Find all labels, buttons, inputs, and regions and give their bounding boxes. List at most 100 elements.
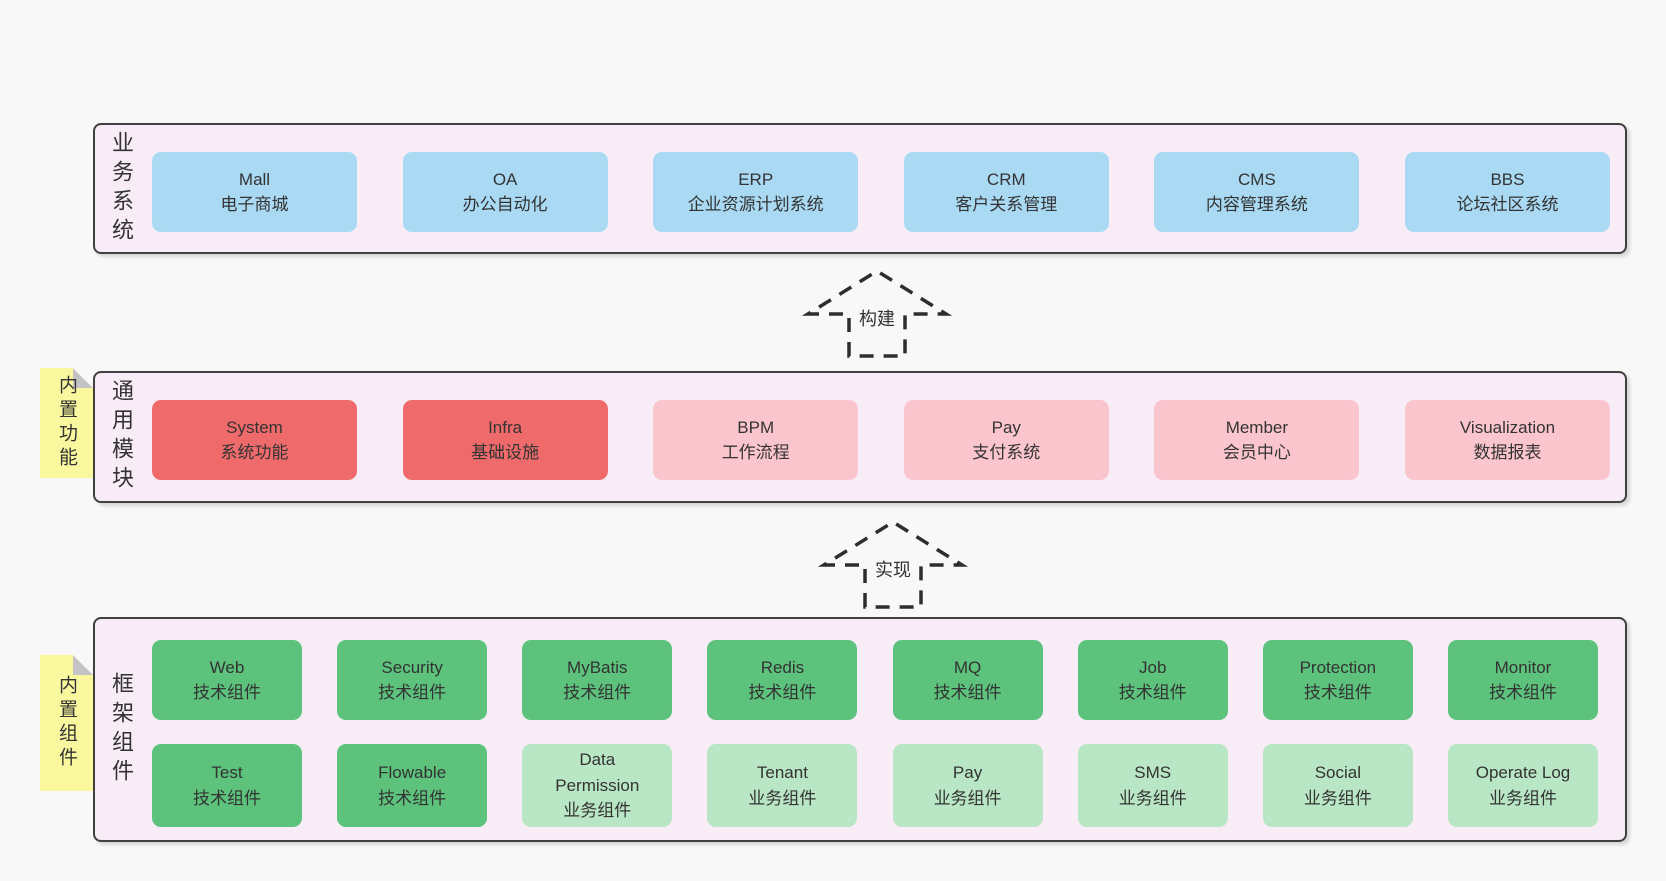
- layer-label-business-systems: 业务系统: [109, 130, 134, 247]
- box-title: Infra: [488, 417, 523, 437]
- box-title: Job: [1138, 657, 1167, 677]
- box-subtitle: 技术组件: [563, 683, 632, 702]
- box-title: Data Permission: [555, 750, 640, 795]
- box-social: Social 业务组件: [1262, 744, 1413, 827]
- box-system: System 系统功能: [152, 400, 357, 480]
- box-crm: CRM 客户关系管理: [903, 152, 1109, 232]
- arrow-implement: 实现: [818, 517, 968, 609]
- box-subtitle: 业务组件: [933, 788, 1002, 808]
- box-title: Flowable: [378, 763, 447, 782]
- framework-box-row-1: Web 技术组件 Security 技术组件 MyBatis 技术组件 Redi…: [152, 640, 1598, 720]
- box-title: Pay: [952, 763, 983, 782]
- box-subtitle: 论坛社区系统: [1456, 195, 1559, 214]
- box-title: CMS: [1237, 169, 1276, 189]
- box-title: OA: [492, 169, 518, 189]
- box-subtitle: 业务组件: [1118, 788, 1187, 808]
- box-mybatis: MyBatis 技术组件: [522, 640, 673, 720]
- box-sms: SMS 业务组件: [1077, 744, 1228, 827]
- box-subtitle: 技术组件: [933, 683, 1002, 702]
- box-oa: OA 办公自动化: [402, 152, 608, 232]
- box-security: Security 技术组件: [337, 640, 488, 720]
- box-subtitle: 技术组件: [193, 788, 261, 808]
- box-title: Test: [211, 763, 243, 782]
- box-title: ERP: [738, 169, 774, 189]
- box-subtitle: 业务组件: [1488, 788, 1557, 808]
- layer-business-systems: 业务系统 Mall 电子商城 OA 办公自动化 ERP 企业资源计划系统 CRM…: [93, 123, 1627, 254]
- box-title: MQ: [953, 657, 982, 677]
- box-subtitle: 技术组件: [378, 788, 447, 808]
- box-subtitle: 技术组件: [1488, 683, 1557, 702]
- box-subtitle: 业务组件: [1303, 788, 1372, 808]
- box-title: BBS: [1490, 169, 1525, 189]
- box-title: MyBatis: [567, 657, 628, 677]
- box-member: Member 会员中心: [1154, 400, 1360, 480]
- box-title: Pay: [991, 417, 1021, 437]
- arrow-label: 构建: [854, 303, 900, 333]
- box-job: Job 技术组件: [1077, 640, 1228, 720]
- layer-label-framework-components: 框架组件: [109, 671, 134, 788]
- layer-framework-components: 框架组件 Web 技术组件 Security 技术组件 MyBatis 技术组件…: [93, 617, 1627, 842]
- framework-box-row-2: Test 技术组件 Flowable 技术组件 Data Permission …: [152, 744, 1598, 827]
- box-subtitle: 内容管理系统: [1205, 195, 1308, 214]
- box-title: Member: [1225, 417, 1289, 437]
- sticky-note-built-in-components: 内置组件: [40, 655, 93, 791]
- box-operate-log: Operate Log 业务组件: [1447, 744, 1598, 827]
- box-title: Protection: [1299, 657, 1377, 677]
- box-title: CRM: [986, 169, 1026, 189]
- box-subtitle: 电子商城: [220, 195, 289, 214]
- box-title: Mall: [238, 169, 271, 189]
- box-test: Test 技术组件: [152, 744, 302, 827]
- box-subtitle: 会员中心: [1222, 443, 1291, 462]
- box-title: Monitor: [1494, 657, 1552, 677]
- modules-box-row: System 系统功能 Infra 基础设施 BPM 工作流程 Pay 支付系统…: [152, 400, 1610, 480]
- box-title: Web: [209, 657, 245, 677]
- box-title: Operate Log: [1475, 763, 1571, 782]
- dashed-up-arrow-icon: [802, 268, 952, 358]
- box-web: Web 技术组件: [152, 640, 302, 720]
- box-bpm: BPM 工作流程: [653, 400, 859, 480]
- box-pay-business: Pay 业务组件: [892, 744, 1043, 827]
- box-data-permission: Data Permission 业务组件: [522, 744, 673, 827]
- box-cms: CMS 内容管理系统: [1154, 152, 1360, 232]
- arrow-build: 构建: [802, 266, 952, 358]
- box-subtitle: 数据报表: [1473, 443, 1542, 462]
- box-tenant: Tenant 业务组件: [707, 744, 858, 827]
- box-subtitle: 支付系统: [972, 443, 1041, 462]
- box-subtitle: 技术组件: [1118, 683, 1187, 702]
- box-subtitle: 办公自动化: [462, 195, 548, 214]
- box-title: Security: [381, 657, 443, 677]
- sticky-label: 内置组件: [56, 675, 77, 771]
- sticky-note-built-in-features: 内置功能: [40, 368, 93, 478]
- layer-common-modules: 通用模块 System 系统功能 Infra 基础设施 BPM 工作流程 Pay…: [93, 371, 1627, 503]
- box-subtitle: 技术组件: [193, 683, 261, 702]
- box-subtitle: 企业资源计划系统: [687, 195, 824, 214]
- box-subtitle: 业务组件: [748, 788, 817, 808]
- arrow-label: 实现: [870, 554, 916, 584]
- box-subtitle: 技术组件: [748, 683, 817, 702]
- box-mall: Mall 电子商城: [152, 152, 357, 232]
- box-title: System: [226, 417, 283, 437]
- box-title: Redis: [760, 657, 805, 677]
- box-subtitle: 基础设施: [471, 443, 540, 462]
- layer-label-common-modules: 通用模块: [109, 379, 134, 495]
- box-title: BPM: [737, 417, 775, 437]
- box-flowable: Flowable 技术组件: [337, 744, 488, 827]
- dashed-up-arrow-icon: [818, 519, 968, 609]
- box-bbs: BBS 论坛社区系统: [1404, 152, 1610, 232]
- box-protection: Protection 技术组件: [1262, 640, 1413, 720]
- box-erp: ERP 企业资源计划系统: [653, 152, 859, 232]
- box-title: Visualization: [1459, 417, 1556, 437]
- box-subtitle: 技术组件: [378, 683, 447, 702]
- box-mq: MQ 技术组件: [892, 640, 1043, 720]
- box-subtitle: 系统功能: [220, 443, 289, 462]
- sticky-label: 内置功能: [56, 375, 77, 471]
- box-subtitle: 技术组件: [1303, 683, 1372, 702]
- box-redis: Redis 技术组件: [707, 640, 858, 720]
- box-pay: Pay 支付系统: [903, 400, 1109, 480]
- box-subtitle: 业务组件: [563, 801, 632, 821]
- box-infra: Infra 基础设施: [402, 400, 608, 480]
- box-title: SMS: [1134, 763, 1172, 782]
- box-subtitle: 客户关系管理: [955, 195, 1058, 214]
- box-title: Tenant: [756, 763, 808, 782]
- box-monitor: Monitor 技术组件: [1447, 640, 1598, 720]
